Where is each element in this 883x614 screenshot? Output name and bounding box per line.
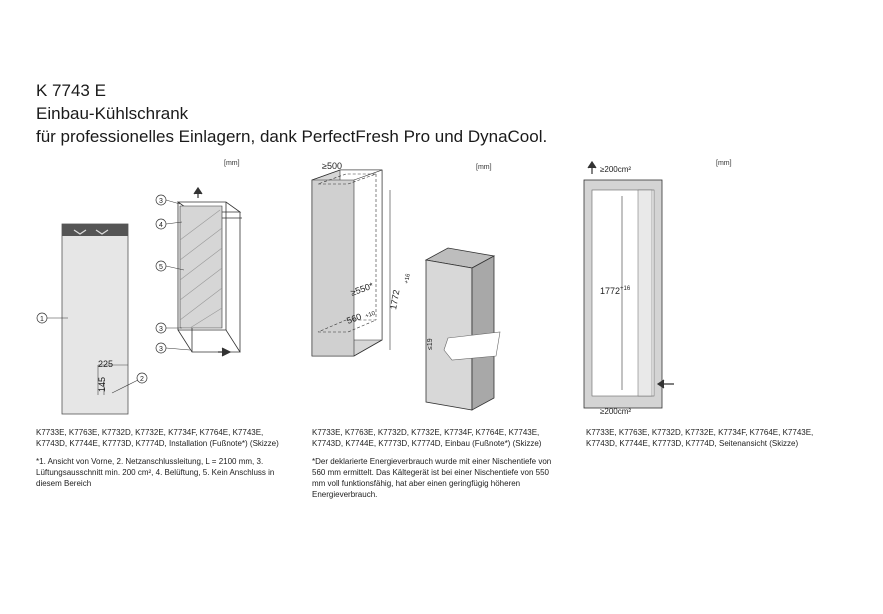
callout-1-label: 1: [40, 316, 44, 323]
dim-1772: 1772: [388, 289, 401, 310]
callout-2-label: 2: [140, 376, 144, 383]
dim-225: 225: [98, 359, 113, 369]
caption-side-view-models: K7733E, K7763E, K7732D, K7732E, K7734F, …: [586, 428, 814, 448]
callout-3-top-label: 3: [159, 198, 163, 205]
callout-5-label: 5: [159, 264, 163, 271]
unit-label-3: [mm]: [716, 160, 732, 167]
dim-145: 145: [97, 377, 107, 392]
caption-installation-note: *1. Ansicht von Vorne, 2. Netzanschlussl…: [36, 457, 275, 488]
side-dim-1772-tol: +16: [620, 286, 631, 292]
niche-dimension-sketch: ≥500 1772 +16 ≥550* 560 +10 ≤19: [311, 161, 501, 411]
caption-installation-models: K7733E, K7763E, K7732D, K7732E, K7734F, …: [36, 428, 279, 448]
vent-top-label: ≥200cm²: [600, 165, 631, 174]
callout-2: [136, 372, 148, 384]
caption-side-view: K7733E, K7763E, K7732D, K7732E, K7734F, …: [586, 427, 834, 449]
caption-niche-models: K7733E, K7763E, K7732D, K7732E, K7734F, …: [312, 428, 542, 448]
installation-sketch: 225 145 1 2 3 4 5 3 3: [36, 186, 242, 415]
callout-3-mid-label: 3: [159, 326, 163, 333]
model-title: K 7743 E: [36, 81, 106, 100]
unit-label-1: [mm]: [224, 160, 240, 167]
side-dim-1772: 1772: [600, 286, 620, 296]
dim-560-tol: +10: [365, 311, 377, 320]
hatched-panel: [179, 205, 223, 329]
vent-top-arrow: [587, 160, 597, 174]
side-view-sketch: ≥200cm² 1772 +16 ≥200cm²: [583, 160, 674, 416]
fridge-front-view: [61, 223, 129, 415]
product-tagline: für professionelles Einlagern, dank Perf…: [36, 127, 548, 146]
vent-bottom-label: ≥200cm²: [600, 407, 631, 416]
unit-label-2: [mm]: [476, 164, 492, 171]
caption-niche-note: *Der deklarierte Energieverbrauch wurde …: [312, 457, 552, 499]
vent-up-arrow: [193, 186, 203, 198]
appliance-3d: [424, 247, 496, 411]
callout-3-bottom-label: 3: [159, 346, 163, 353]
dim-1772-tol: +16: [404, 273, 412, 285]
cutaway: [443, 331, 501, 361]
dim-19: ≤19: [427, 338, 434, 350]
callout-4-label: 4: [159, 222, 163, 229]
vent-in-arrow: [218, 347, 232, 357]
product-type: Einbau-Kühlschrank: [36, 104, 189, 123]
caption-niche: K7733E, K7763E, K7732D, K7732E, K7734F, …: [312, 427, 558, 500]
dim-depth: ≥500: [322, 161, 342, 171]
caption-installation: K7733E, K7763E, K7732D, K7732E, K7734F, …: [36, 427, 284, 489]
dim-560: 560: [345, 311, 363, 326]
vent-side-arrow: [656, 379, 674, 389]
